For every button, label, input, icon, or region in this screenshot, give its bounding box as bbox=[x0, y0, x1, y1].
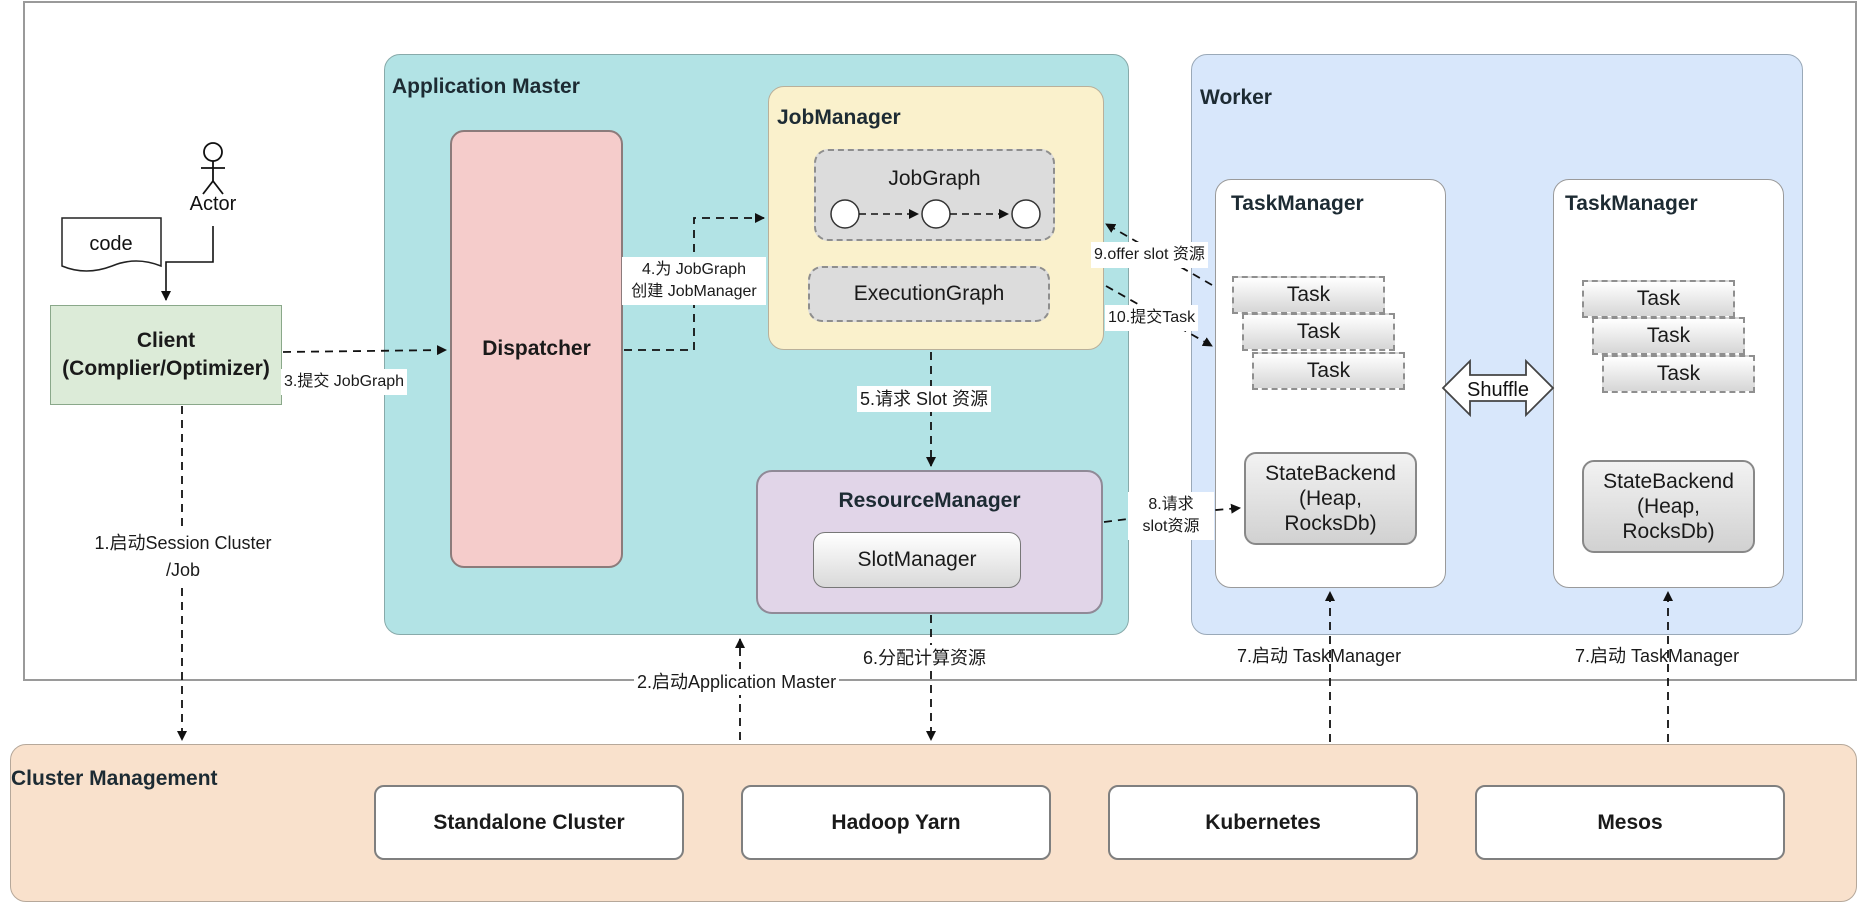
code-label: code bbox=[89, 233, 132, 255]
task-box[interactable]: Task bbox=[1242, 313, 1395, 351]
step-7-label: 7.启动 TaskManager bbox=[1575, 646, 1740, 666]
step-7-label: 7.启动 TaskManager bbox=[1237, 646, 1402, 666]
cluster-management-title: Cluster Management bbox=[11, 767, 218, 790]
task-manager-title: TaskManager bbox=[1565, 192, 1698, 215]
actor-label: Actor bbox=[190, 193, 237, 215]
step-8-label: 8.请求 slot资源 bbox=[1128, 492, 1214, 540]
step-9-label: 9.offer slot 资源 bbox=[1091, 242, 1208, 268]
code-document-icon bbox=[61, 217, 162, 272]
job-graph-nodes bbox=[830, 199, 1041, 229]
task-box[interactable]: Task bbox=[1602, 355, 1755, 393]
application-master-title: Application Master bbox=[392, 75, 580, 98]
task-box[interactable]: Task bbox=[1252, 352, 1405, 390]
step-5-label: 5.请求 Slot 资源 bbox=[857, 386, 992, 412]
slot-manager-box[interactable]: SlotManager bbox=[813, 532, 1021, 588]
job-graph-label: JobGraph bbox=[888, 167, 981, 190]
resource-manager-title: ResourceManager bbox=[838, 489, 1021, 512]
task-box[interactable]: Task bbox=[1232, 276, 1385, 314]
kubernetes-box[interactable]: Kubernetes bbox=[1108, 785, 1418, 860]
hadoop-yarn-box[interactable]: Hadoop Yarn bbox=[741, 785, 1051, 860]
step-4-label: 4.为 JobGraph 创建 JobManager bbox=[622, 257, 766, 305]
mesos-box[interactable]: Mesos bbox=[1475, 785, 1785, 860]
dispatcher-box[interactable]: Dispatcher bbox=[450, 130, 623, 568]
actor-icon bbox=[201, 142, 225, 195]
job-manager-title: JobManager bbox=[777, 106, 901, 129]
execution-graph-box[interactable]: ExecutionGraph bbox=[808, 266, 1050, 322]
step-10-label: 10.提交Task bbox=[1105, 305, 1199, 331]
task-manager-title: TaskManager bbox=[1231, 192, 1364, 215]
shuffle-label: Shuffle bbox=[1467, 379, 1529, 401]
state-backend-box[interactable]: StateBackend (Heap, RocksDb) bbox=[1244, 452, 1417, 545]
step-1-label: 1.启动Session Cluster /Job bbox=[80, 528, 286, 586]
shuffle-arrow-icon bbox=[1441, 358, 1555, 418]
step-2-label: 2.启动Application Master bbox=[634, 669, 840, 695]
worker-title: Worker bbox=[1200, 86, 1272, 109]
standalone-cluster-box[interactable]: Standalone Cluster bbox=[374, 785, 684, 860]
state-backend-box[interactable]: StateBackend (Heap, RocksDb) bbox=[1582, 460, 1755, 553]
step-3-label: 3.提交 JobGraph bbox=[281, 369, 408, 395]
step-6-label: 6.分配计算资源 bbox=[860, 645, 990, 671]
client-box[interactable]: Client (Complier/Optimizer) bbox=[50, 305, 282, 405]
task-box[interactable]: Task bbox=[1592, 317, 1745, 355]
